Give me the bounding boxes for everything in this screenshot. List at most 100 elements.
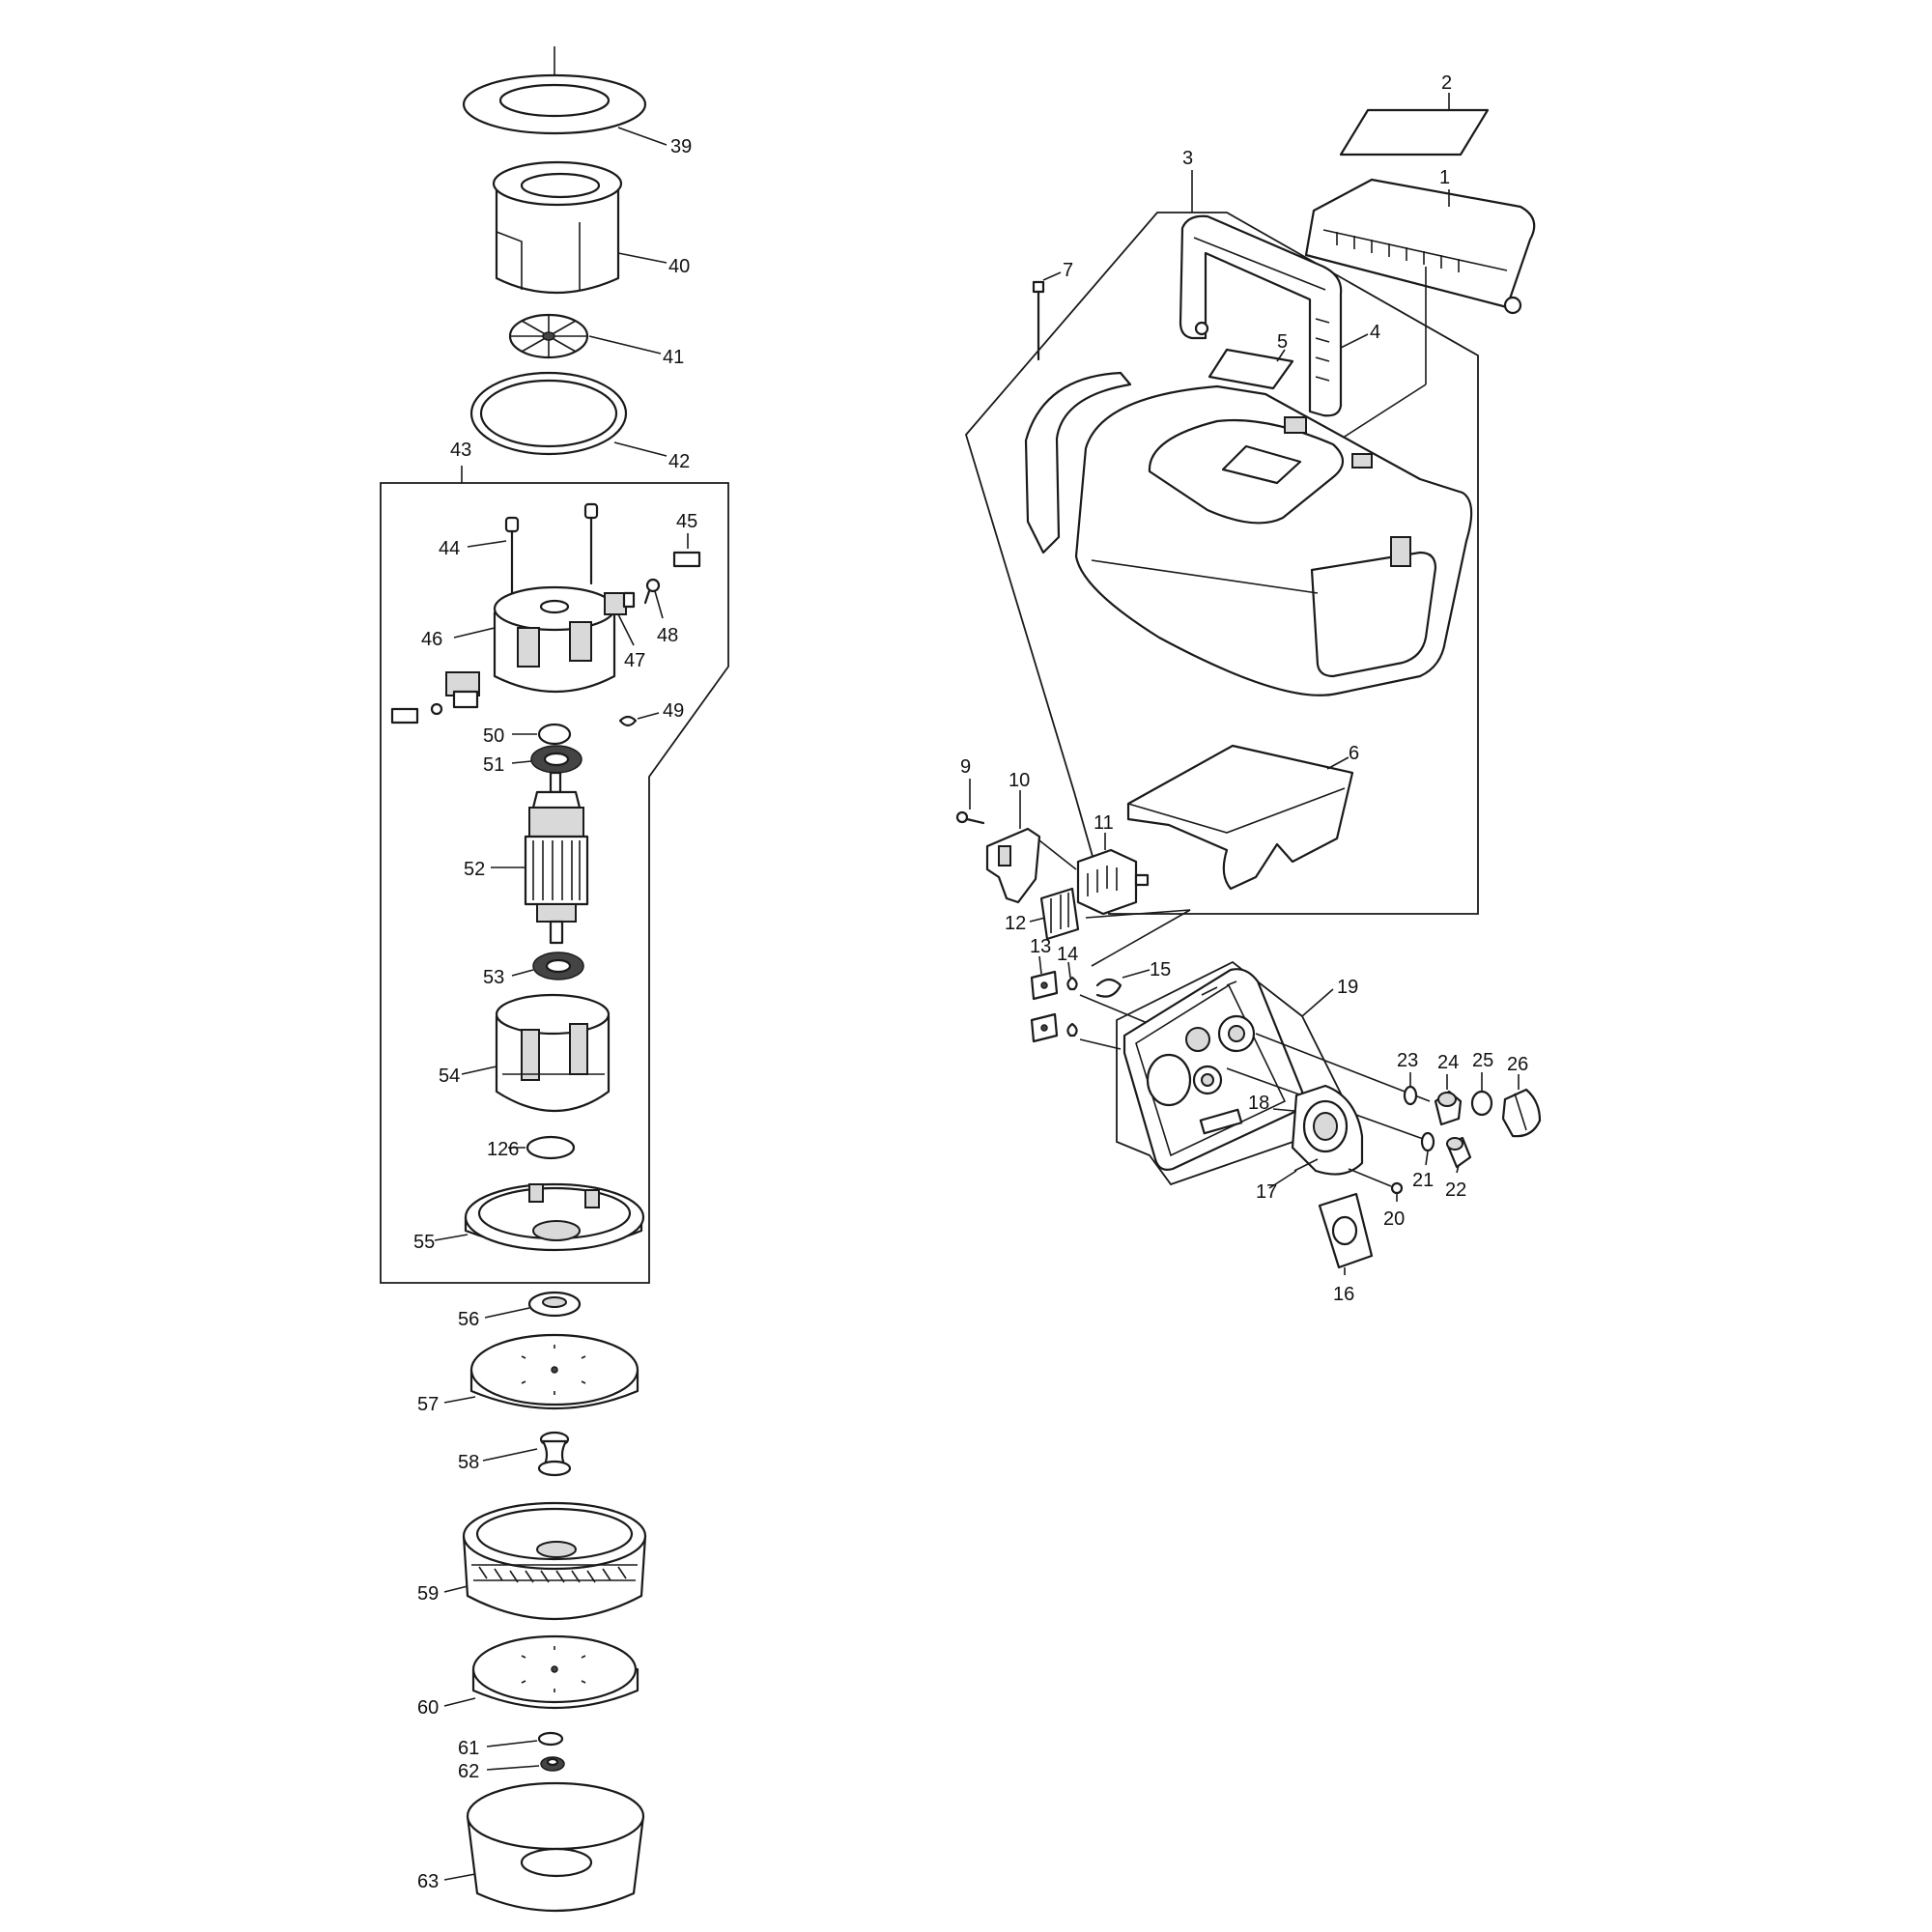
part-25-ring [1470,1090,1493,1117]
callout-62: 62 [458,1761,479,1782]
callout-15: 15 [1150,959,1171,980]
part-13-pilot-switches [1030,970,1059,1043]
callout-43: 43 [450,440,471,461]
callout-5: 5 [1277,331,1288,353]
part-20-screw [1348,1168,1404,1195]
callout-49: 49 [663,700,684,722]
callout-59: 59 [417,1583,439,1605]
part-44-bolts [504,502,599,601]
part-50-washer [537,723,572,746]
callout-7: 7 [1063,260,1073,281]
part-5-label [1208,348,1294,390]
part-56-spacer [527,1291,582,1318]
callout-24: 24 [1437,1052,1459,1073]
part-16-socket-gasket [1318,1192,1374,1269]
callout-52: 52 [464,859,485,880]
part-23-o-ring [1403,1085,1418,1106]
wire-leader [1085,909,1191,967]
part-21-o-ring [1420,1131,1435,1152]
callout-16: 16 [1333,1284,1354,1305]
part-39-gasket [462,73,647,135]
callout-10: 10 [1009,770,1030,791]
callout-55: 55 [413,1232,435,1253]
callout-3: 3 [1182,148,1193,169]
callout-53: 53 [483,967,504,988]
part-60-impeller-plate [471,1634,639,1710]
part-26-rotary-knob [1501,1088,1542,1138]
part-47-brush-holder [604,591,636,615]
callout-56: 56 [458,1309,479,1330]
part-10-switch-bracket [985,827,1041,904]
part-15-ring [1095,978,1122,998]
part-59-turbine [462,1501,647,1621]
callout-57: 57 [417,1394,439,1415]
callout-48: 48 [657,625,678,646]
callout-22: 22 [1445,1179,1466,1201]
callout-20: 20 [1383,1208,1405,1230]
part-2-label [1339,108,1490,156]
part-63-housing-bowl [466,1781,645,1913]
callout-26: 26 [1507,1054,1528,1075]
callout-60: 60 [417,1697,439,1719]
part-46-brush-holder-base [493,585,616,694]
callout-2: 2 [1441,72,1452,94]
callout-42: 42 [668,451,690,472]
callout-40: 40 [668,256,690,277]
callout-41: 41 [663,347,684,368]
part-24-knob [1434,1090,1463,1126]
part-52-armature [524,771,589,945]
callout-1: 1 [1439,167,1450,188]
callout-4: 4 [1370,322,1380,343]
callout-25: 25 [1472,1050,1493,1071]
callout-39: 39 [670,136,692,157]
callout-19: 19 [1337,977,1358,998]
part-55-motor-bracket [464,1182,645,1252]
part-14-clips [1066,976,1078,1037]
callout-54: 54 [439,1065,460,1087]
part-54-field-stator [495,993,611,1113]
part-12-terminal-block [1039,887,1080,941]
callout-23: 23 [1397,1050,1418,1071]
part-22-knob [1445,1136,1472,1169]
part-1-handle-cover [1304,178,1536,315]
callout-47: 47 [624,650,645,671]
callout-18: 18 [1248,1093,1269,1114]
part-7-screw [1032,280,1045,361]
part-42-o-ring [469,371,628,456]
part-58-coupling [537,1431,572,1477]
part-4-carry-handle [1179,214,1343,417]
part-62-nut [540,1756,565,1772]
callout-13: 13 [1030,936,1051,957]
part-61-washer [537,1731,564,1747]
part-57-impeller-plate [469,1333,639,1410]
callout-45: 45 [676,511,697,532]
part-126-ring [526,1135,576,1160]
callout-126: 126 [487,1139,519,1160]
callout-14: 14 [1057,944,1078,965]
callout-17: 17 [1256,1181,1277,1203]
callout-61: 61 [458,1738,479,1759]
part-18-socket [1291,1084,1364,1176]
callout-11: 11 [1094,812,1114,834]
callout-58: 58 [458,1452,479,1473]
part-41-fan-impeller [508,313,589,359]
frame-3-housing-assembly [964,212,1479,915]
callout-9: 9 [960,756,971,778]
part-40-fan-cover [492,160,623,295]
callout-12: 12 [1005,913,1026,934]
callout-6: 6 [1349,743,1359,764]
part-11-selector-switch [1076,848,1150,916]
callout-50: 50 [483,725,504,747]
callout-51: 51 [483,754,504,776]
part-6-base-cover [1126,744,1354,891]
callout-46: 46 [421,629,442,650]
callout-63: 63 [417,1871,439,1892]
part-53-bearing [532,952,584,980]
frame-43-motor-assembly [380,482,729,1284]
callout-21: 21 [1412,1170,1434,1191]
part-9-screw [955,810,985,825]
part-48-screw [643,578,661,605]
part-51-bearing [530,745,582,774]
part-19-control-panel [1122,968,1304,1171]
